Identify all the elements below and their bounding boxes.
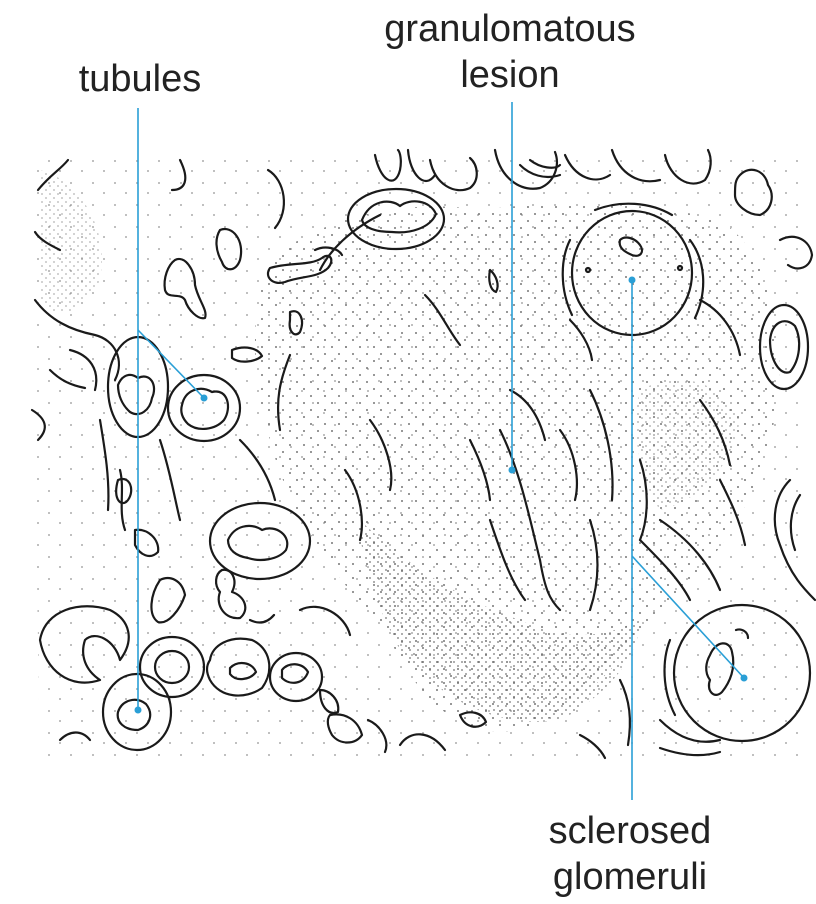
label-sclerosed-line1: sclerosed bbox=[520, 808, 740, 854]
label-granulomatous-line1: granulomatous bbox=[360, 6, 660, 52]
glomerulus-target-dot bbox=[741, 675, 748, 682]
tubule-target-dot bbox=[135, 707, 142, 714]
label-granulomatous-line2: lesion bbox=[360, 52, 660, 98]
label-sclerosed-glomeruli: sclerosed glomeruli bbox=[520, 808, 740, 900]
label-sclerosed-line2: glomeruli bbox=[520, 854, 740, 900]
label-tubules: tubules bbox=[60, 56, 220, 102]
lesion-target-dot bbox=[509, 467, 516, 474]
label-granulomatous-lesion: granulomatous lesion bbox=[360, 6, 660, 98]
tubule-target-dot bbox=[201, 395, 208, 402]
glomerulus-target-dot bbox=[629, 277, 636, 284]
